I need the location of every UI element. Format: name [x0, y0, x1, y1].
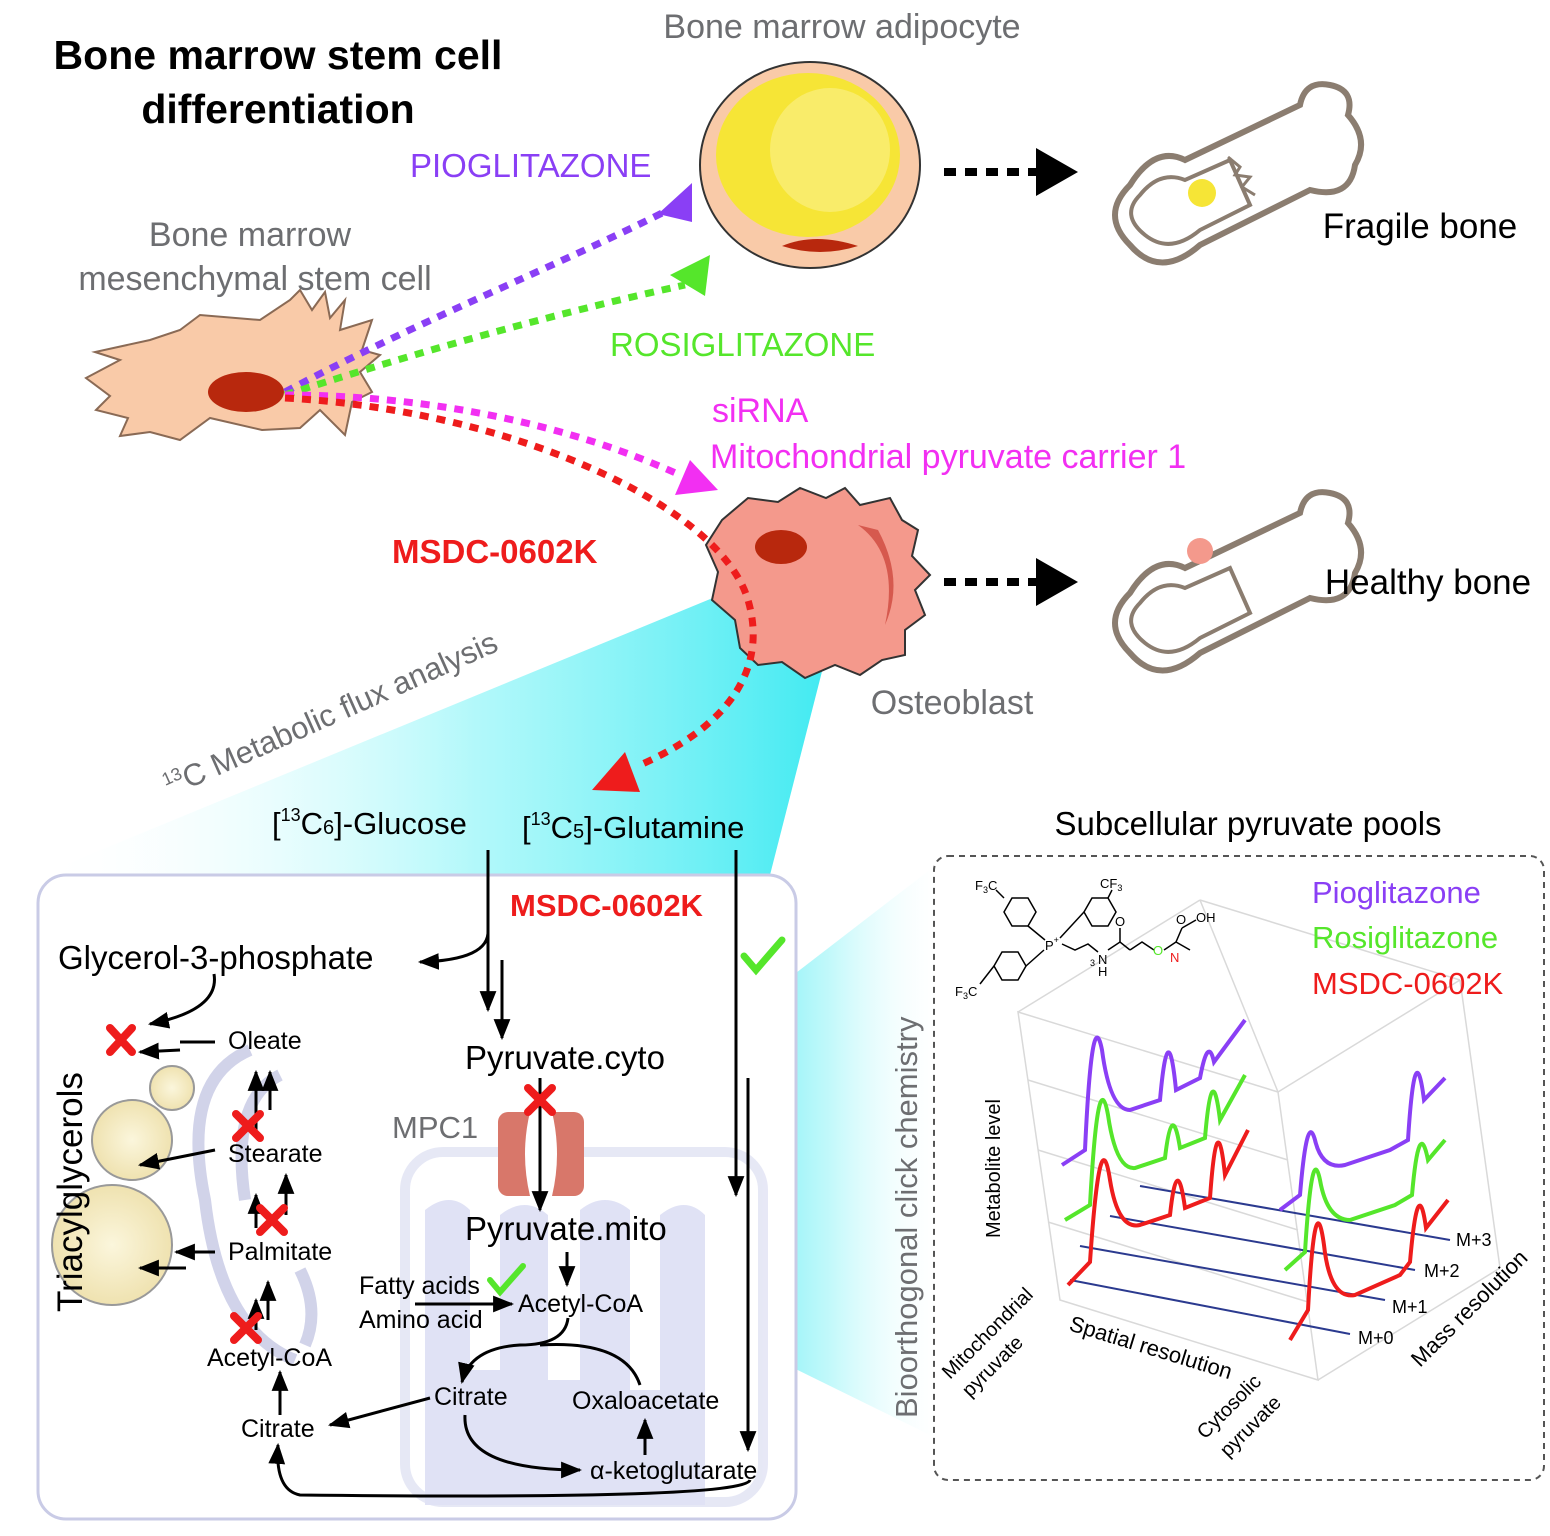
cyto-pioglitazone-trace [1278, 1070, 1447, 1212]
sirna-arrow [284, 391, 682, 479]
pioglitazone-label: PIOGLITAZONE [410, 147, 651, 184]
oleate-label: Oleate [228, 1027, 302, 1055]
stearate-label: Stearate [228, 1140, 323, 1168]
svg-text:CF3: CF3 [1100, 876, 1122, 893]
fatty-acids-check-icon [487, 1263, 526, 1297]
mpc1-label: MPC1 [392, 1110, 478, 1145]
glucose-label: [13C6]-Glucose [272, 805, 467, 841]
svg-text:N: N [1098, 952, 1107, 967]
svg-text:O: O [1153, 943, 1163, 958]
citrate-mito-label: Citrate [434, 1383, 508, 1411]
osteoblast-nucleus [755, 530, 807, 564]
isotopologue-baselines [1069, 1185, 1451, 1335]
axis-metabolite-level: Metabolite level [983, 1099, 1005, 1238]
msdc-inner-label: MSDC-0602K [510, 888, 704, 923]
adipocyte-cell [699, 61, 921, 269]
msc-label-line1: Bone marrow [149, 216, 352, 254]
rosiglitazone-arrowhead [670, 255, 710, 296]
svg-text:O: O [1115, 914, 1125, 929]
label-m3: M+3 [1456, 1230, 1492, 1250]
msdc-arrowhead [592, 752, 640, 792]
svg-text:OH: OH [1196, 910, 1216, 925]
label-m1: M+1 [1392, 1297, 1428, 1317]
fragile-bone-icon [1112, 81, 1365, 266]
msdc-label: MSDC-0602K [392, 533, 598, 570]
pathway-arrows [137, 850, 757, 1498]
pioglitazone-arrow [283, 204, 674, 396]
flux-beam [40, 595, 828, 875]
probe-structure [979, 889, 1197, 985]
pyruvate-mito-label: Pyruvate.mito [465, 1210, 667, 1247]
probe-structure-text: F3C CF3 F3C P+ 3 N H O O N O OH [955, 876, 1216, 1001]
svg-text:H: H [1098, 964, 1107, 979]
healthy-arrowhead [1036, 558, 1078, 606]
sirna-label-line2: Mitochondrial pyruvate carrier 1 [710, 438, 1186, 476]
mito-pioglitazone-trace [1060, 1018, 1247, 1167]
svg-text:N: N [1170, 950, 1179, 965]
svg-text:F3C: F3C [955, 984, 977, 1001]
legend-rosiglitazone: Rosiglitazone [1312, 920, 1498, 955]
stem-cell-nucleus [208, 372, 284, 412]
glutamine-check-icon [740, 936, 786, 976]
pyruvate-cyto-label: Pyruvate.cyto [465, 1039, 665, 1076]
glutamine-label: [13C5]-Glutamine [522, 809, 744, 845]
sirna-label-line1: siRNA [712, 392, 809, 430]
akg-label: α-ketoglutarate [590, 1457, 757, 1485]
mito-msdc-trace [1066, 1129, 1250, 1287]
pools-title: Subcellular pyruvate pools [1054, 805, 1441, 842]
citrate-cyto-label: Citrate [241, 1415, 315, 1443]
peak-traces [1060, 1018, 1450, 1342]
osteoblast-cell [704, 486, 932, 680]
page-title: Bone marrow stem cell differentiation [53, 32, 503, 132]
fatty-acids-label: Fatty acids [359, 1272, 480, 1300]
fragile-bone-label: Fragile bone [1323, 207, 1518, 246]
fragile-arrowhead [1036, 148, 1078, 196]
label-m2: M+2 [1424, 1261, 1460, 1281]
label-m0: M+0 [1358, 1328, 1394, 1348]
osteoblast-label: Osteoblast [871, 684, 1034, 722]
legend-pioglitazone: Pioglitazone [1312, 875, 1481, 910]
svg-text:3: 3 [1090, 958, 1095, 968]
adipocyte-label: Bone marrow adipocyte [663, 8, 1020, 46]
glycerol3p-label: Glycerol-3-phosphate [58, 939, 374, 976]
cyto-msdc-trace [1288, 1198, 1450, 1342]
mito-rosiglitazone-trace [1063, 1074, 1247, 1222]
svg-text:F3C: F3C [975, 878, 997, 895]
svg-text:P+: P+ [1045, 935, 1059, 953]
msdc-arrow [284, 394, 757, 769]
palmitate-label: Palmitate [228, 1238, 332, 1266]
triacylglycerols-label: Triacylglycerols [51, 1072, 90, 1312]
block-x-icons [106, 1024, 556, 1344]
svg-text:O: O [1176, 912, 1186, 927]
legend-msdc: MSDC-0602K [1312, 966, 1504, 1001]
rosiglitazone-label: ROSIGLITAZONE [610, 326, 875, 363]
oxaloacetate-label: Oxaloacetate [572, 1387, 719, 1415]
rosiglitazone-arrow [283, 281, 686, 399]
acetyl-coa-cyto-label: Acetyl-CoA [207, 1344, 332, 1372]
healthy-bone-label: Healthy bone [1325, 563, 1531, 602]
sirna-arrowhead [675, 460, 718, 495]
click-chemistry-label: Bioorthogonal click chemistry [889, 1016, 924, 1418]
acetyl-coa-mito-label: Acetyl-CoA [518, 1290, 643, 1318]
cyto-rosiglitazone-trace [1283, 1138, 1447, 1272]
pools-panel [933, 855, 1545, 1481]
amino-acid-label: Amino acid [359, 1306, 483, 1334]
pioglitazone-arrowhead [658, 183, 692, 222]
msc-label-line2: mesenchymal stem cell [78, 260, 431, 298]
healthy-bone-icon [1112, 489, 1365, 674]
